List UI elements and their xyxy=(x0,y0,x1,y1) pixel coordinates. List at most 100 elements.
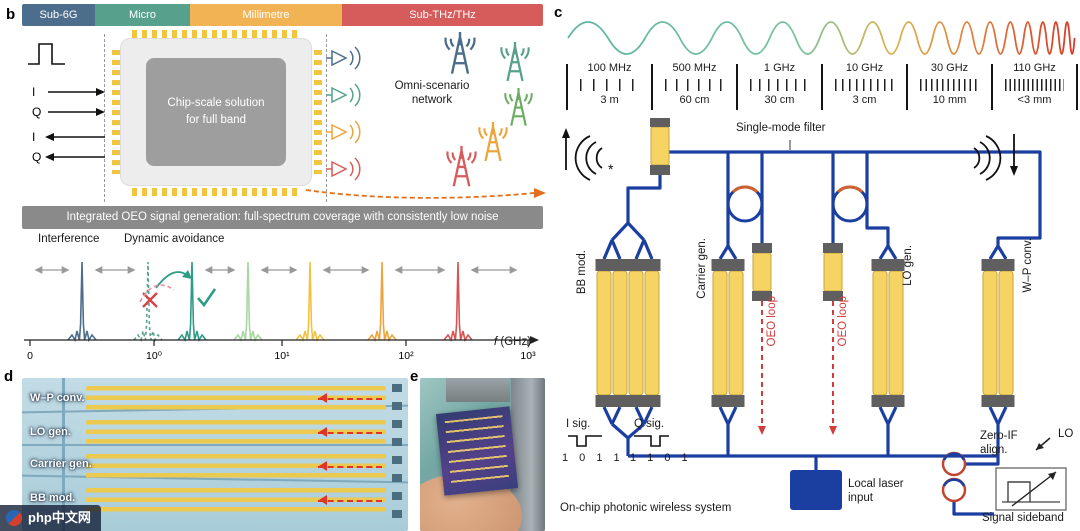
zero-if-ring-1-coupler xyxy=(942,452,966,461)
peak-yellow xyxy=(295,261,325,341)
i-signal-waveform-icon xyxy=(568,435,602,447)
tower-red-icon xyxy=(446,144,477,188)
svg-text:*: * xyxy=(608,161,614,177)
chip-pins-top xyxy=(132,30,300,38)
i-bits-label: 1 0 1 1 xyxy=(562,452,624,464)
ruler-divider xyxy=(651,64,653,110)
omni-network-label: Omni-scenario network xyxy=(394,80,470,106)
horn-antenna-column xyxy=(325,46,361,181)
q-bits-label: 1 1 0 1 xyxy=(630,452,692,464)
tick-1e1: 10¹ xyxy=(274,350,290,362)
lo-gen-label: LO gen. xyxy=(902,245,914,286)
horn-antenna-sub6g-icon xyxy=(325,46,361,70)
watermark-logo-icon xyxy=(6,510,22,526)
bb-mod-label: BB mod. xyxy=(576,250,588,295)
ruler-freq: 1 GHz xyxy=(763,62,796,74)
oeo-banner: Integrated OEO signal generation: full-s… xyxy=(22,206,543,229)
ruler-ticks-icon xyxy=(919,79,980,91)
system-caption: On-chip photonic wireless system xyxy=(560,502,732,514)
q-sig-label: Q sig. xyxy=(634,418,665,430)
cross-mark-icon xyxy=(142,292,158,308)
peak-lightgreen xyxy=(233,261,263,341)
cell-tower-cluster xyxy=(444,30,533,188)
interference-label: Interference xyxy=(38,233,100,245)
axis-arrowhead xyxy=(530,336,539,344)
axis-var: f xyxy=(494,336,498,348)
io-label-i-out: I xyxy=(32,130,35,144)
q-signal-waveform-icon xyxy=(634,435,669,447)
bb-mod-micrograph-label: BB mod. xyxy=(30,492,76,504)
expansion-arrow xyxy=(305,188,546,199)
oeo-block-left xyxy=(751,242,773,302)
waveguide-network xyxy=(602,150,1042,516)
io-label-q-in: Q xyxy=(32,105,41,119)
ruler-cell-30ghz: 30 GHz 10 mm xyxy=(908,62,991,112)
frequency-wavelength-ruler: 100 MHz 3 m 500 MHz 60 cm 1 GHz 30 cm 10… xyxy=(566,62,1078,112)
wp-conv-bar-1 xyxy=(981,258,999,408)
wp-conv-label: W–P conv. xyxy=(1022,238,1034,293)
signal-sideband-label: Signal sideband xyxy=(982,512,1064,524)
band-millimetre: Millimetre xyxy=(190,4,342,26)
tower-green-icon xyxy=(504,86,533,127)
arrowhead-right-2 xyxy=(96,108,105,116)
ruler-cell-1ghz: 1 GHz 30 cm xyxy=(738,62,821,112)
horn-antenna-mm-icon xyxy=(325,120,361,144)
check-mark-icon xyxy=(197,288,217,308)
lo-label: LO xyxy=(1058,428,1074,440)
band-subthz: Sub-THz/THz xyxy=(342,4,543,26)
bb-mod-bar-3 xyxy=(627,258,645,408)
spectrum-peaks xyxy=(67,261,473,341)
photo-chip-waveguides xyxy=(444,415,510,487)
dashed-separator-right xyxy=(326,34,327,202)
oeo-arrowhead-right xyxy=(829,426,837,435)
hop-dashed-curve xyxy=(139,284,175,303)
tick-1e3: 10³ xyxy=(520,350,536,362)
iq-io-diagram: I Q I Q xyxy=(28,43,105,164)
arrowhead-left-1 xyxy=(45,133,54,141)
red-dashed-arrow xyxy=(318,427,382,437)
transmit-antenna-icon: * xyxy=(562,128,614,181)
tick-1e2: 10² xyxy=(398,350,414,362)
axis-ticks xyxy=(29,340,529,346)
watermark-text: php中文网 xyxy=(28,510,91,525)
oeo-loop-left-label: OEO loop xyxy=(766,296,778,347)
ruler-cell-500mhz: 500 MHz 60 cm xyxy=(653,62,736,112)
ruler-ticks-icon xyxy=(579,79,640,91)
bb-mod-bar-1 xyxy=(595,258,613,408)
wp-conv-bar-2 xyxy=(997,258,1015,408)
horn-antenna-thz-icon xyxy=(325,157,361,181)
watermark: php中文网 xyxy=(0,505,101,531)
lo-gen-bar-1 xyxy=(871,258,889,408)
ruler-divider xyxy=(991,64,993,110)
pulse-waveform-icon xyxy=(28,43,65,65)
panel-letter-c: c xyxy=(554,4,563,21)
io-label-q-out: Q xyxy=(32,150,41,164)
peak-red xyxy=(443,261,473,341)
chip-photo xyxy=(420,378,545,531)
ruler-ticks-icon xyxy=(749,79,810,91)
oeo-loop-dashed-lines xyxy=(761,301,834,428)
ruler-wavelength: <3 mm xyxy=(1017,94,1052,106)
local-laser-box xyxy=(790,470,842,510)
chip-pins-left xyxy=(112,50,120,174)
ruler-freq: 500 MHz xyxy=(672,62,717,74)
axis-title: f (GHz) xyxy=(494,336,531,350)
panel-letter-d: d xyxy=(4,368,14,385)
ruler-freq: 30 GHz xyxy=(930,62,969,74)
ring-heater-2 xyxy=(836,185,864,194)
lo-arrow-icon xyxy=(1035,437,1051,451)
red-dashed-arrow xyxy=(318,495,382,505)
ruler-cell-10ghz: 10 GHz 3 cm xyxy=(823,62,906,112)
tower-teal-icon xyxy=(500,40,530,83)
ruler-cell-100mhz: 100 MHz 3 m xyxy=(568,62,651,112)
i-sig-label: I sig. xyxy=(566,418,591,430)
dashed-separator-left xyxy=(104,34,105,202)
ruler-ticks-icon xyxy=(664,79,725,91)
io-label-i-in: I xyxy=(32,85,35,99)
panel-letter-b: b xyxy=(6,6,16,23)
ruler-wavelength: 3 m xyxy=(600,94,619,106)
ruler-wavelength: 3 cm xyxy=(852,94,877,106)
pcb-bus xyxy=(62,378,65,531)
red-dashed-arrow xyxy=(318,461,382,471)
